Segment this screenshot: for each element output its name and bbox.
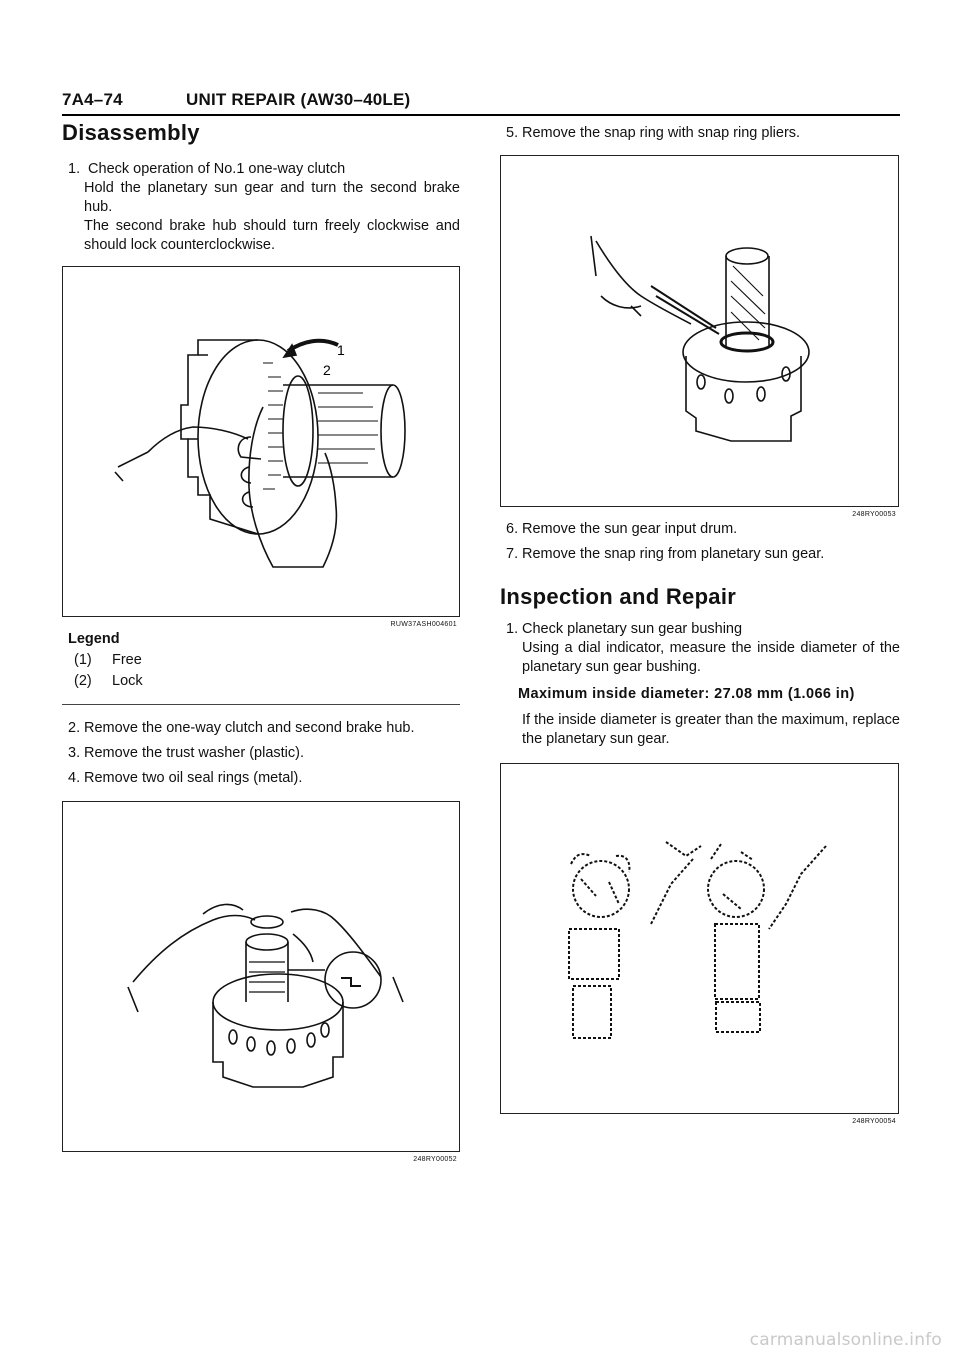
label-2: 2 bbox=[323, 362, 331, 378]
step-5: 5.Remove the snap ring with snap ring pl… bbox=[506, 125, 801, 141]
inspection-heading: Inspection and Repair bbox=[500, 584, 737, 609]
figure-one-way-clutch: 1 2 RUW37ASH004601 bbox=[62, 266, 460, 628]
step-3-text: Remove the trust washer (plastic). bbox=[84, 745, 304, 761]
legend-divider bbox=[62, 704, 460, 705]
figure-code: RUW37ASH004601 bbox=[390, 621, 457, 628]
steps-6-7: 6.Remove the sun gear input drum. 7.Remo… bbox=[506, 521, 825, 562]
figure-code: 248RY00053 bbox=[852, 511, 896, 518]
figure-code: 248RY00052 bbox=[413, 1156, 457, 1163]
steps-2-4: 2.Remove the one-way clutch and second b… bbox=[68, 720, 415, 786]
figure-snap-ring-pliers: 248RY00053 bbox=[500, 155, 899, 518]
legend-item: (2)Lock bbox=[74, 673, 143, 689]
section-code: 7A4–74 bbox=[62, 90, 123, 109]
legend-item: (1)Free bbox=[74, 652, 142, 668]
inspection-step-1-title: Check planetary sun gear bushing bbox=[522, 621, 743, 637]
step-1-title: Check operation of No.1 one-way clutch bbox=[88, 161, 346, 177]
seal-ring-illustration bbox=[127, 903, 404, 1088]
step-7-text: Remove the snap ring from planetary sun … bbox=[522, 546, 825, 562]
inspection-step-1: 1.Check planetary sun gear bushing Using… bbox=[500, 620, 900, 677]
max-diameter-spec: Maximum inside diameter: 27.08 mm (1.066… bbox=[518, 686, 855, 702]
watermark-footer: carmanualsonline.info bbox=[749, 1330, 942, 1350]
step-5-text: Remove the snap ring with snap ring plie… bbox=[522, 125, 801, 141]
legend-heading: Legend bbox=[68, 631, 120, 647]
dial-indicator-illustration bbox=[568, 841, 827, 1039]
clutch-illustration: 1 2 bbox=[114, 338, 406, 568]
right-column: 5.Remove the snap ring with snap ring pl… bbox=[500, 120, 900, 1125]
step-2-text: Remove the one-way clutch and second bra… bbox=[84, 720, 415, 736]
legend: Legend (1)Free (2)Lock bbox=[62, 629, 460, 692]
step-1: 1. Check operation of No.1 one-way clutc… bbox=[62, 160, 460, 255]
figure-oil-seal-rings: 248RY00052 bbox=[62, 801, 460, 1163]
step-6-text: Remove the sun gear input drum. bbox=[522, 521, 738, 537]
step-4-text: Remove two oil seal rings (metal). bbox=[84, 770, 303, 786]
step-1-text-b: The second brake hub should turn freely … bbox=[84, 218, 460, 253]
figure-code: 248RY00054 bbox=[852, 1118, 896, 1125]
inspection-step-1-text: Using a dial indicator, measure the insi… bbox=[522, 640, 900, 675]
label-1: 1 bbox=[337, 342, 345, 358]
page-header: 7A4–74 UNIT REPAIR (AW30–40LE) bbox=[62, 88, 900, 116]
section-title: UNIT REPAIR (AW30–40LE) bbox=[186, 90, 411, 109]
step-1-text-a: Hold the planetary sun gear and turn the… bbox=[84, 180, 460, 215]
left-column: Disassembly 1. Check operation of No.1 o… bbox=[62, 120, 460, 1163]
inspection-replace-text: If the inside diameter is greater than t… bbox=[522, 712, 900, 747]
disassembly-heading: Disassembly bbox=[62, 120, 200, 145]
pliers-illustration bbox=[590, 235, 810, 442]
figure-dial-indicator: 248RY00054 bbox=[500, 763, 899, 1125]
